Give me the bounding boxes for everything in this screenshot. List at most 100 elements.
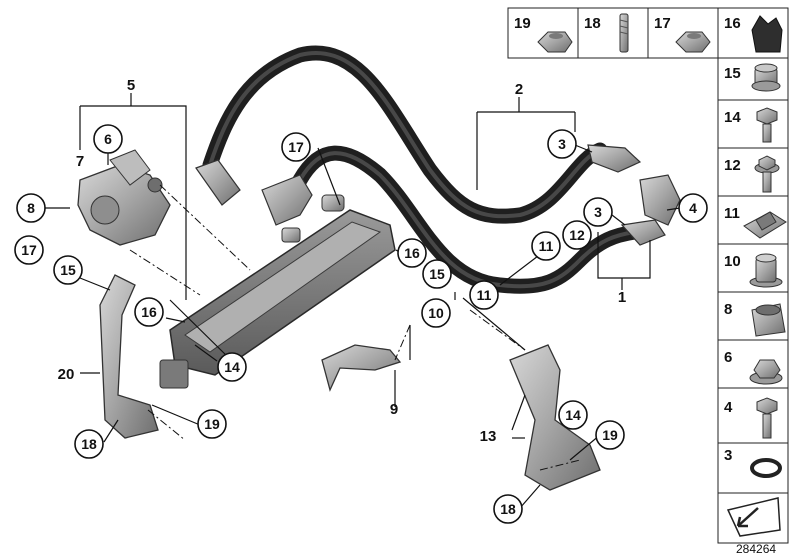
catalog-label-12: 12 bbox=[724, 157, 741, 174]
callout-number: 16 bbox=[404, 245, 420, 261]
catalog-label-6: 6 bbox=[724, 349, 732, 366]
callout-c3b: 3 bbox=[583, 197, 613, 227]
callout-circle bbox=[422, 259, 452, 289]
callout-circle bbox=[493, 494, 523, 524]
callout-number: 11 bbox=[539, 238, 554, 254]
part-quick-coupling-icon bbox=[751, 303, 786, 337]
callout-c4: 4 bbox=[678, 193, 708, 223]
callout-c15a: 15 bbox=[53, 255, 83, 285]
catalog-label-14: 14 bbox=[724, 109, 741, 126]
callout-number: 15 bbox=[429, 266, 445, 282]
part-bolt-icon bbox=[756, 107, 778, 143]
callout-c18b: 18 bbox=[493, 494, 523, 524]
callout-number: 3 bbox=[594, 204, 602, 220]
callout-number: 11 bbox=[477, 287, 492, 303]
part-spacer-icon bbox=[751, 63, 781, 92]
callout-c8: 8 bbox=[16, 193, 46, 223]
bracket-middle bbox=[321, 344, 402, 392]
catalog-label-3: 3 bbox=[724, 447, 732, 464]
catalog-label-15: 15 bbox=[724, 65, 741, 82]
part-hex-bolt-icon bbox=[756, 397, 778, 439]
callout-c17a: 17 bbox=[281, 132, 311, 162]
callout-c6: 6 bbox=[93, 124, 123, 154]
leader-lines bbox=[45, 93, 681, 509]
catalog-label-10: 10 bbox=[724, 253, 741, 270]
orientation-arrow-icon bbox=[726, 497, 781, 537]
callout-number: 15 bbox=[60, 262, 76, 278]
part-rubber-mount-icon bbox=[751, 15, 783, 53]
callout-circle bbox=[281, 132, 311, 162]
callout-number: 17 bbox=[21, 242, 37, 258]
callout-number: 10 bbox=[428, 305, 444, 321]
catalog-label-11: 11 bbox=[724, 205, 740, 222]
callout-c10a: 10 bbox=[421, 298, 451, 328]
parts-catalog: 19 18 17 16 15 14 12 11 10 8 6 4 3 bbox=[507, 7, 789, 544]
callout-c19b: 19 bbox=[595, 420, 625, 450]
callout-number: 3 bbox=[558, 136, 566, 152]
catalog-label-18: 18 bbox=[584, 15, 601, 32]
label-l13: 13 bbox=[480, 428, 497, 445]
callout-number: 4 bbox=[689, 200, 697, 216]
callout-circle bbox=[74, 429, 104, 459]
label-l20: 20 bbox=[58, 366, 75, 383]
callout-circle bbox=[547, 129, 577, 159]
dash-dot-lines bbox=[129, 184, 581, 471]
callout-circle bbox=[197, 409, 227, 439]
part-clip-nut-icon bbox=[743, 211, 787, 239]
callout-number: 19 bbox=[204, 416, 220, 432]
label-l5: 5 bbox=[127, 77, 135, 94]
hose-fitting-lower-right bbox=[620, 219, 666, 246]
callout-number: 14 bbox=[565, 407, 581, 423]
callout-c14b: 14 bbox=[558, 400, 588, 430]
callout-circle bbox=[421, 298, 451, 328]
part-o-ring-icon bbox=[750, 458, 782, 478]
label-l7: 7 bbox=[76, 153, 84, 170]
callout-c18a: 18 bbox=[74, 429, 104, 459]
part-grommet-icon bbox=[749, 253, 783, 288]
catalog-label-4: 4 bbox=[724, 399, 733, 416]
callout-c16b: 16 bbox=[134, 297, 164, 327]
hose-fitting-lower-left bbox=[261, 174, 313, 226]
callout-c12: 12 bbox=[562, 220, 592, 250]
hose-fitting-upper-right bbox=[587, 144, 642, 173]
callout-number: 18 bbox=[81, 436, 97, 452]
part-bolt-washer-icon bbox=[754, 155, 780, 193]
thermostat-housing bbox=[77, 149, 171, 246]
catalog-label-17: 17 bbox=[654, 15, 671, 32]
callout-number: 8 bbox=[27, 200, 35, 216]
part-collar-nut-icon bbox=[675, 31, 711, 53]
callout-c11b: 11 bbox=[469, 280, 499, 310]
callout-c16a: 16 bbox=[397, 238, 427, 268]
part-nut-icon bbox=[537, 31, 573, 53]
callout-number: 17 bbox=[288, 139, 304, 155]
callout-circle bbox=[531, 231, 561, 261]
label-l1: 1 bbox=[618, 289, 626, 306]
callout-circle bbox=[469, 280, 499, 310]
callout-circle bbox=[93, 124, 123, 154]
catalog-label-19: 19 bbox=[514, 15, 531, 32]
callout-number: 14 bbox=[224, 359, 240, 375]
hose-upper bbox=[202, 45, 608, 224]
callout-number: 18 bbox=[500, 501, 516, 517]
document-id: 284264 bbox=[736, 542, 776, 556]
catalog-label-8: 8 bbox=[724, 301, 732, 318]
callout-circle bbox=[53, 255, 83, 285]
hose-bracket-clip bbox=[639, 174, 681, 226]
bracket-left bbox=[99, 274, 159, 439]
label-l9: 9 bbox=[390, 401, 398, 418]
hose-fitting-upper-left bbox=[195, 159, 241, 206]
callout-c17b: 17 bbox=[14, 235, 44, 265]
callout-c11a: 11 bbox=[531, 231, 561, 261]
callout-circle bbox=[595, 420, 625, 450]
hose-lower bbox=[292, 145, 643, 294]
part-flange-nut-icon bbox=[749, 359, 783, 385]
callout-circle bbox=[397, 238, 427, 268]
callout-c14a: 14 bbox=[217, 352, 247, 382]
callout-circle bbox=[16, 193, 46, 223]
callout-circle bbox=[217, 352, 247, 382]
oil-cooler bbox=[159, 194, 396, 389]
